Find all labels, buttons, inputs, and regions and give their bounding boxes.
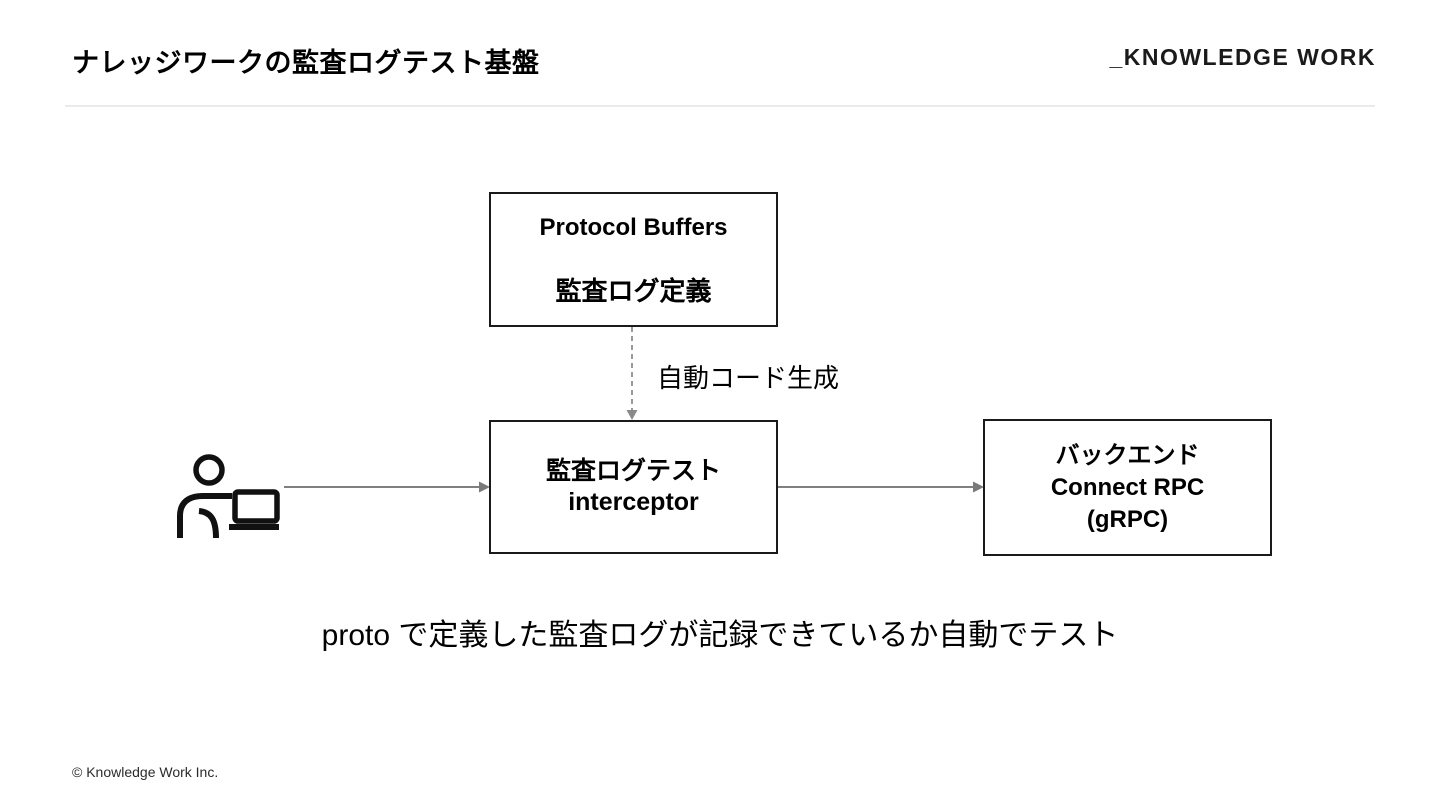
backend-box-line2: Connect RPC xyxy=(1050,473,1205,501)
arrow-right-icon xyxy=(778,481,984,493)
caption: proto で定義した監査ログが記録できているか自動でテスト xyxy=(321,619,1119,652)
interceptor-box: 監査ログテスト interceptor xyxy=(489,420,778,554)
page-title: ナレッジワークの監査ログテスト基盤 xyxy=(72,48,540,78)
proto-box-subtitle: 監査ログ定義 xyxy=(555,276,712,306)
arrow-right-icon xyxy=(284,481,490,493)
backend-box: バックエンド Connect RPC (gRPC) xyxy=(983,419,1272,556)
codegen-label: 自動コード生成 xyxy=(657,363,840,393)
header-divider xyxy=(65,105,1375,107)
knowledge-work-logo: _KNOWLEDGE WORK xyxy=(1109,44,1376,70)
proto-box-title: Protocol Buffers xyxy=(539,214,728,241)
interceptor-box-subtitle: interceptor xyxy=(568,488,699,516)
backend-box-line1: バックエンド xyxy=(1055,441,1200,469)
user-at-laptop-icon xyxy=(177,454,280,539)
backend-box-line3: (gRPC) xyxy=(1086,505,1169,533)
arrow-down-dashed-icon xyxy=(626,327,638,420)
copyright: © Knowledge Work Inc. xyxy=(72,764,219,780)
interceptor-box-title: 監査ログテスト xyxy=(545,457,721,485)
proto-definition-box: Protocol Buffers 監査ログ定義 xyxy=(489,192,778,327)
